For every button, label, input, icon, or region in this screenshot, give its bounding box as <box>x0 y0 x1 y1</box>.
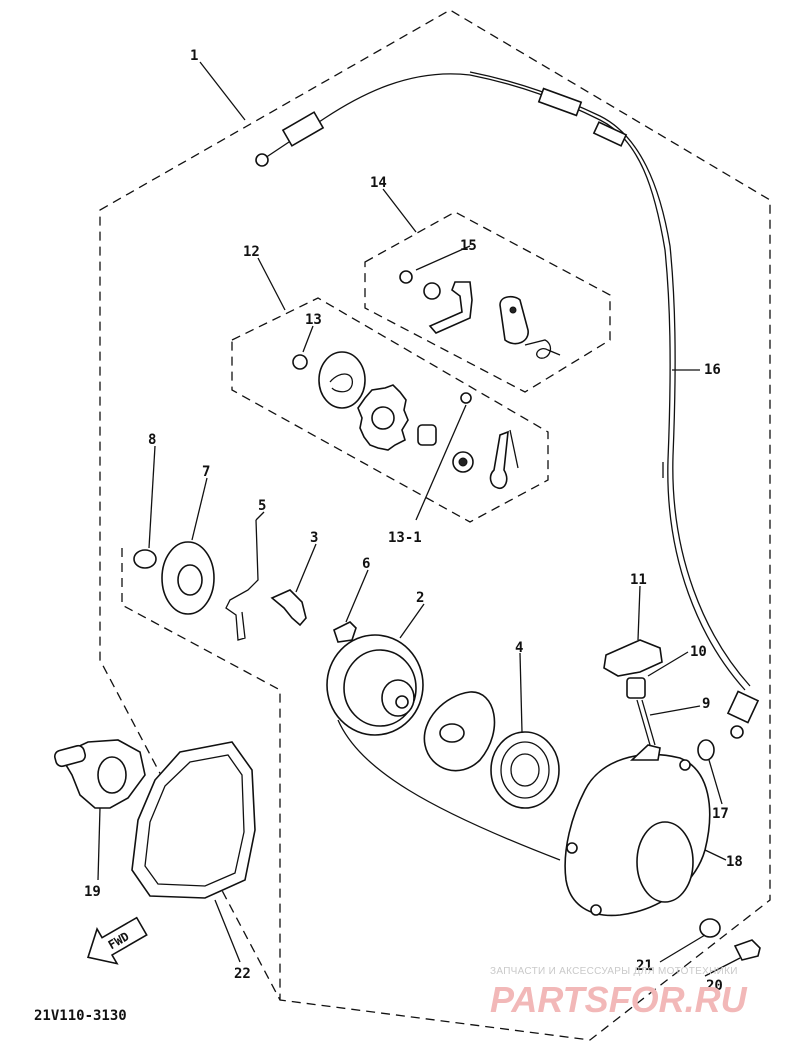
callout-4: 4 <box>515 640 523 656</box>
plate-slot <box>329 373 353 393</box>
pulley-hub <box>395 695 409 709</box>
leader-lines <box>97 61 741 977</box>
part-9-rope-b <box>641 699 656 746</box>
callout-3: 3 <box>310 530 318 546</box>
part-15-nut <box>399 270 413 284</box>
part-spring-clip <box>489 430 509 490</box>
part-spring-small <box>524 339 561 359</box>
watermark-brand: PARTSFOR.RU <box>490 979 748 1020</box>
case-window <box>636 821 694 903</box>
assembly-outline <box>99 9 771 1041</box>
part-17-washer <box>697 739 715 761</box>
part-7-boss <box>177 564 203 596</box>
part-13-1-pin <box>460 392 472 404</box>
group-12-outline <box>231 297 549 523</box>
callout-6: 6 <box>362 556 370 572</box>
inner-outline <box>121 548 281 1000</box>
cable-adjuster <box>281 111 325 147</box>
cable-sleeve-2 <box>592 121 628 147</box>
link-hole <box>509 306 517 314</box>
case-guide <box>629 744 661 761</box>
spring-clip-arm <box>509 429 519 469</box>
callout-13-1: 13-1 <box>388 530 422 546</box>
watermark-tagline: ЗАПЧАСТИ И АКСЕССУАРЫ ДЛЯ МОТОТЕХНИКИ <box>490 966 738 977</box>
part-18-starter-case <box>564 753 711 917</box>
part-22-gasket <box>131 741 256 899</box>
part-8-nut <box>133 549 157 569</box>
spring-coil-1 <box>500 741 550 799</box>
part-11-handle <box>603 639 663 677</box>
case-boss-2 <box>590 904 602 916</box>
starter-cable <box>261 73 746 691</box>
starter-cable-sheath <box>469 71 751 687</box>
gear-hub <box>371 406 395 430</box>
callout-20: 20 <box>706 978 723 994</box>
gasket-inner <box>144 754 245 887</box>
impeller-hub <box>97 756 127 794</box>
callout-18: 18 <box>726 854 743 870</box>
callout-22: 22 <box>234 966 251 982</box>
part-lever <box>428 281 473 334</box>
callout-12: 12 <box>243 244 260 260</box>
cable-lower-fitting <box>726 690 760 724</box>
callout-21: 21 <box>636 958 653 974</box>
callout-17: 17 <box>712 806 729 822</box>
part-6-spring <box>333 621 357 643</box>
cable-end-ring <box>255 153 269 167</box>
callout-16: 16 <box>704 362 721 378</box>
part-5-spring <box>225 519 259 641</box>
part-3-pawl <box>270 589 307 627</box>
callout-11: 11 <box>630 572 647 588</box>
case-boss-3 <box>679 759 691 771</box>
part-20-bolt <box>733 939 761 961</box>
callout-19: 19 <box>84 884 101 900</box>
part-21-nut <box>699 918 721 938</box>
callout-10: 10 <box>690 644 707 660</box>
callout-1: 1 <box>190 48 198 64</box>
impeller-shaft <box>53 744 87 768</box>
callout-9: 9 <box>702 696 710 712</box>
part-10-grip <box>626 677 646 699</box>
callout-8: 8 <box>148 432 156 448</box>
disc-hole <box>439 723 465 743</box>
cable-lower-ring <box>730 725 744 739</box>
part-collar <box>417 424 437 446</box>
part-9-rope <box>636 699 651 746</box>
starter-rope <box>337 719 561 861</box>
case-boss-1 <box>566 842 578 854</box>
part-washer <box>423 282 441 300</box>
washer-hole <box>458 457 468 467</box>
spring-coil-2 <box>510 753 540 787</box>
callout-2: 2 <box>416 590 424 606</box>
callout-14: 14 <box>370 175 387 191</box>
cable-sleeve <box>537 87 583 117</box>
part-plate <box>318 351 366 409</box>
diagram-code: 21V110-3130 <box>34 1008 127 1024</box>
callout-13: 13 <box>305 312 322 328</box>
callout-5: 5 <box>258 498 266 514</box>
callout-15: 15 <box>460 238 477 254</box>
callout-7: 7 <box>202 464 210 480</box>
part-link-plate <box>499 295 529 345</box>
part-13-circlip <box>292 354 308 370</box>
group-14-outline <box>364 211 611 393</box>
fwd-arrow: FWD <box>86 916 148 965</box>
